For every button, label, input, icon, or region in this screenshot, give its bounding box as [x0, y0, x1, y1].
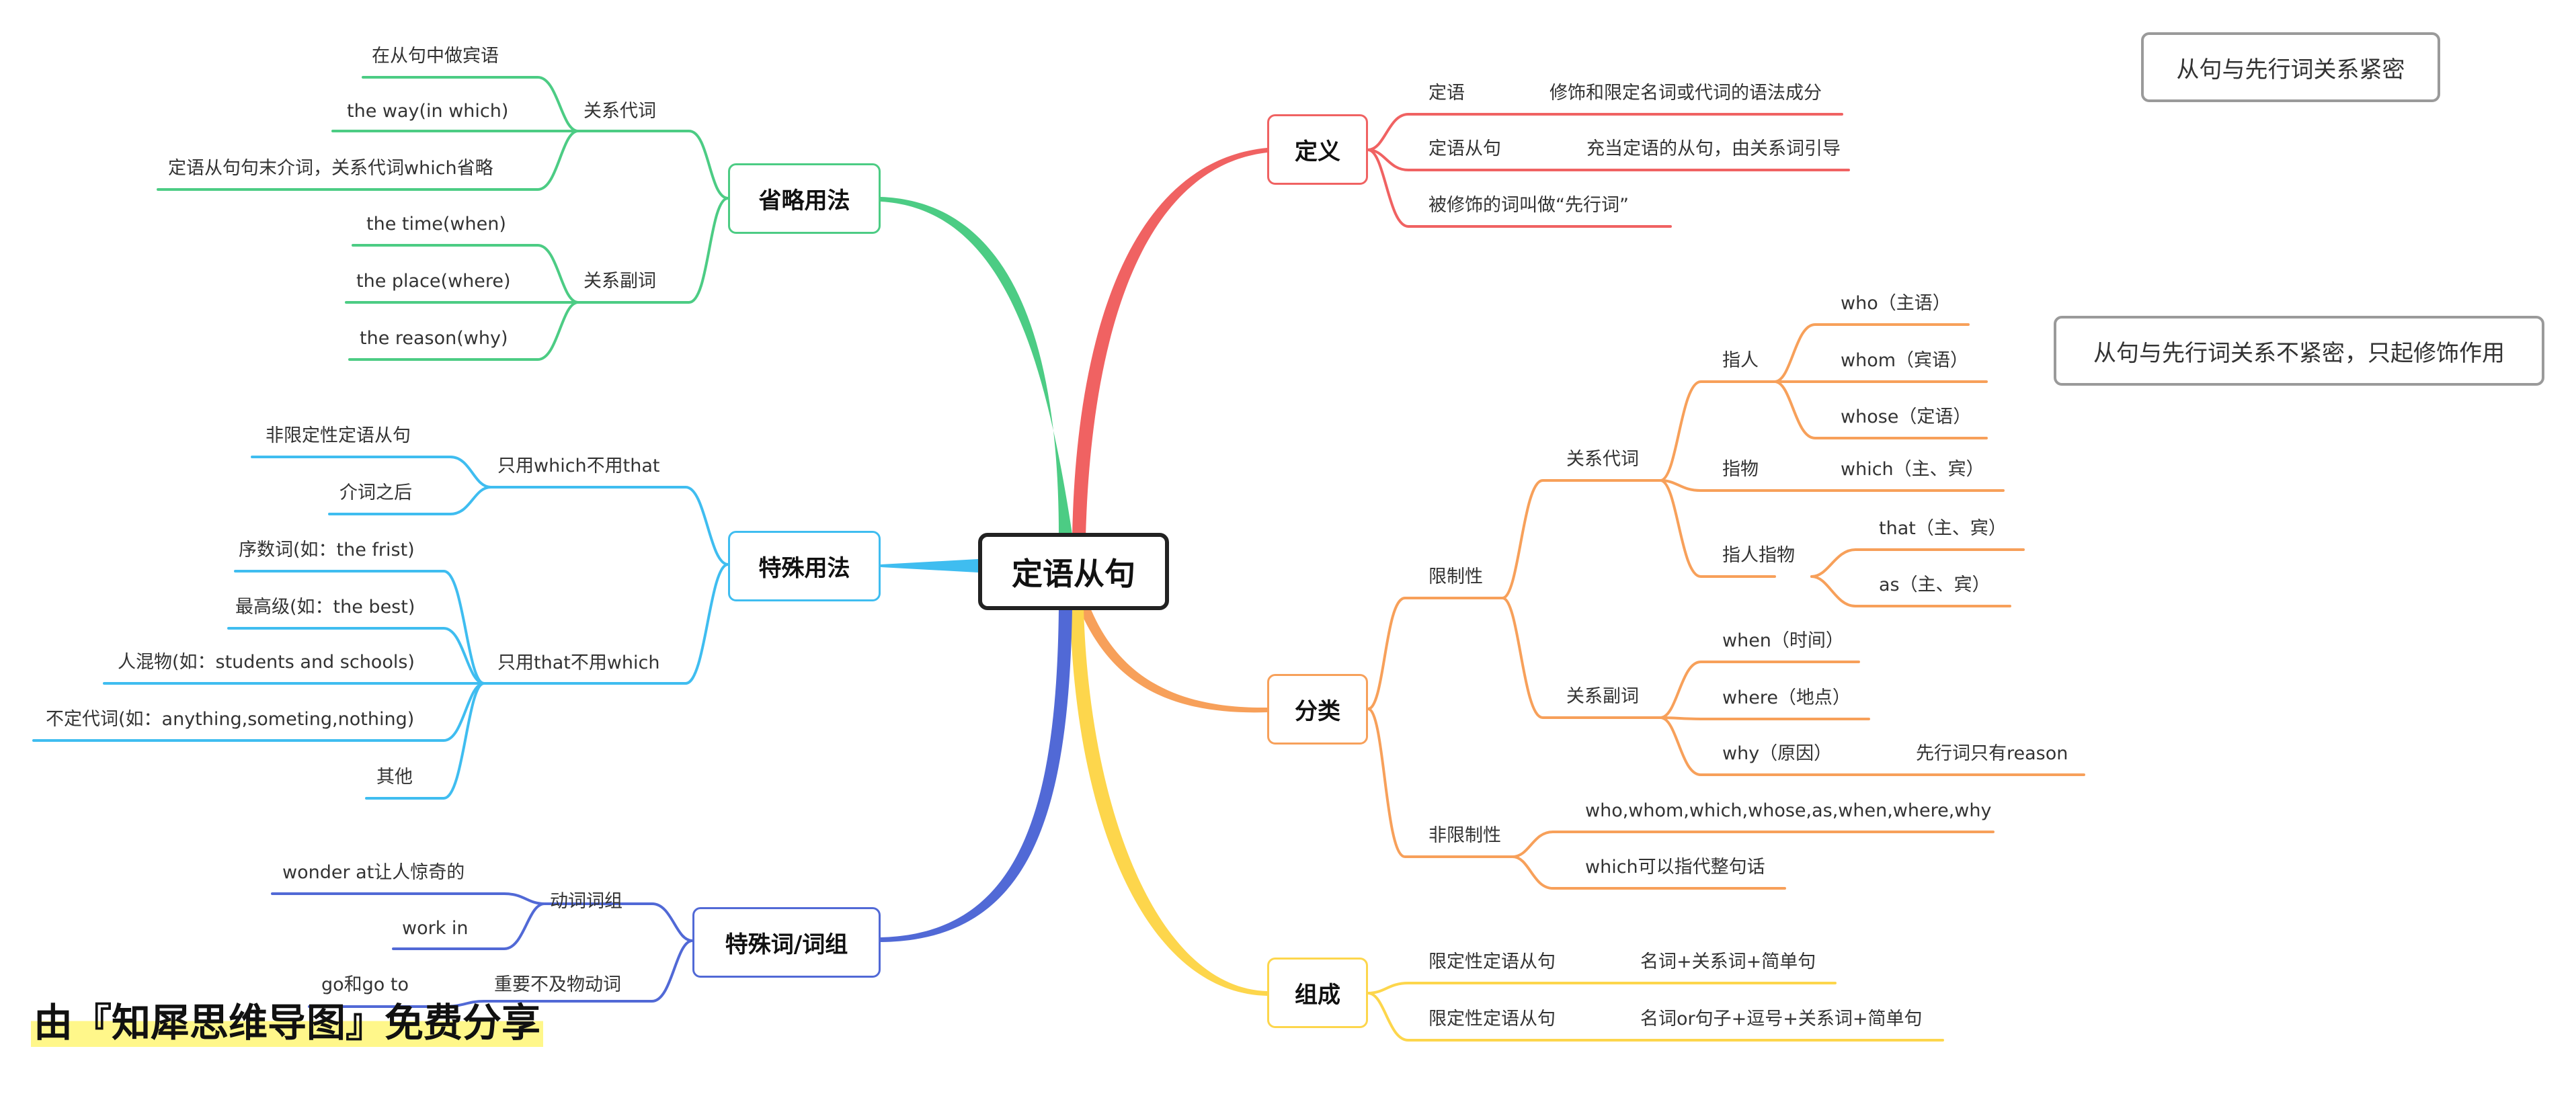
cls-nr-which: which可以指代整句话 — [1585, 857, 1765, 878]
connector-center-definition — [1072, 148, 1267, 538]
omit-obj: 在从句中做宾语 — [372, 46, 499, 67]
cls-rel-adv: 关系副词 — [1566, 686, 1639, 707]
omit-time: the time(when) — [366, 214, 506, 235]
cls-when: when（时间） — [1722, 630, 1844, 651]
sp-other: 其他 — [376, 767, 413, 788]
cls-reason: 先行词只有reason — [1916, 743, 2068, 764]
cmp-r1-desc: 名词+关系词+简单句 — [1640, 951, 1816, 972]
cls-rel-pron: 关系代词 — [1566, 449, 1639, 470]
cls-who: who（主语） — [1841, 293, 1951, 314]
cls-thing: 指物 — [1722, 459, 1759, 480]
sp-indefinite: 不定代词(如：anything,someting,nothing) — [46, 709, 415, 730]
cls-which: which（主、宾） — [1841, 459, 1984, 480]
branch-omit[interactable]: 省略用法 — [728, 163, 881, 234]
cls-as: as（主、宾） — [1879, 575, 1990, 595]
omit-connectors — [157, 76, 729, 361]
branch-classify[interactable]: 分类 — [1267, 674, 1368, 745]
wd-wonder: wonder at让人惊奇的 — [282, 862, 465, 883]
branch-compose[interactable]: 组成 — [1267, 958, 1368, 1028]
wd-intrans: 重要不及物动词 — [494, 974, 621, 995]
cls-that: that（主、宾） — [1879, 518, 2007, 539]
def-dingyu-desc: 修饰和限定名词或代词的语法成分 — [1549, 83, 1822, 103]
cmp-r2-desc: 名词or句子+逗号+关系词+简单句 — [1640, 1009, 1923, 1029]
credit-banner: 由『知犀思维导图』免费分享 — [31, 1000, 544, 1047]
def-dingyu-clause: 定语从句 — [1428, 138, 1501, 159]
definition-connectors — [1367, 113, 1850, 228]
branch-special[interactable]: 特殊用法 — [728, 531, 881, 601]
omit-place: the place(where) — [356, 271, 511, 292]
branch-definition[interactable]: 定义 — [1267, 114, 1368, 185]
cls-person: 指人 — [1722, 350, 1759, 371]
wd-verb-phrase: 动词词组 — [550, 891, 622, 912]
sp-nonrestrictive: 非限定性定语从句 — [266, 425, 411, 446]
cls-nr-words: who,whom,which,whose,as,when,where,why — [1585, 800, 1992, 821]
connector-center-omit — [881, 197, 1072, 534]
cmp-r2: 限定性定语从句 — [1428, 1009, 1556, 1029]
sp-which-only: 只用which不用that — [497, 456, 660, 476]
note-restrictive[interactable]: 从句与先行词关系紧密 — [2141, 32, 2440, 102]
sp-superlative: 最高级(如：the best) — [235, 597, 415, 618]
omit-prep-end: 定语从句句末介词，关系代词which省略 — [168, 158, 493, 179]
cls-person-thing: 指人指物 — [1722, 545, 1795, 566]
branch-words[interactable]: 特殊词/词组 — [692, 907, 881, 978]
sp-mixed: 人混物(如：students and schools) — [118, 652, 415, 673]
def-antecedent: 被修饰的词叫做“先行词” — [1428, 195, 1629, 216]
cls-why: why（原因） — [1722, 743, 1833, 764]
omit-way: the way(in which) — [347, 101, 509, 122]
special-connectors — [32, 456, 729, 800]
omit-rel-adv: 关系副词 — [583, 271, 656, 292]
def-dingyu: 定语 — [1428, 83, 1465, 103]
cls-whom: whom（宾语） — [1841, 350, 1969, 371]
def-dingyu-clause-desc: 充当定语的从句，由关系词引导 — [1586, 138, 1841, 159]
cls-restrictive: 限制性 — [1428, 566, 1483, 587]
center-topic[interactable]: 定语从句 — [978, 533, 1169, 610]
wd-go: go和go to — [321, 974, 409, 995]
compose-connectors — [1367, 982, 1944, 1042]
cls-where: where（地点） — [1722, 687, 1851, 708]
connector-center-special — [881, 559, 978, 573]
connector-center-classify — [1079, 605, 1267, 713]
sp-ordinal: 序数词(如：the frist) — [239, 540, 415, 560]
connector-center-words — [881, 608, 1072, 942]
sp-after-prep: 介词之后 — [339, 482, 412, 503]
note-nonrestrictive[interactable]: 从句与先行词关系不紧密，只起修饰作用 — [2054, 316, 2544, 386]
classify-connectors — [1367, 323, 2085, 890]
omit-reason: the reason(why) — [360, 328, 508, 349]
cls-whose: whose（定语） — [1841, 407, 1972, 427]
connector-center-compose — [1070, 608, 1267, 996]
cmp-r1: 限定性定语从句 — [1428, 951, 1556, 972]
omit-rel-pron: 关系代词 — [583, 101, 656, 122]
sp-that-only: 只用that不用which — [497, 652, 660, 673]
wd-work: work in — [402, 918, 469, 939]
cls-nonrestrictive: 非限制性 — [1428, 825, 1501, 846]
